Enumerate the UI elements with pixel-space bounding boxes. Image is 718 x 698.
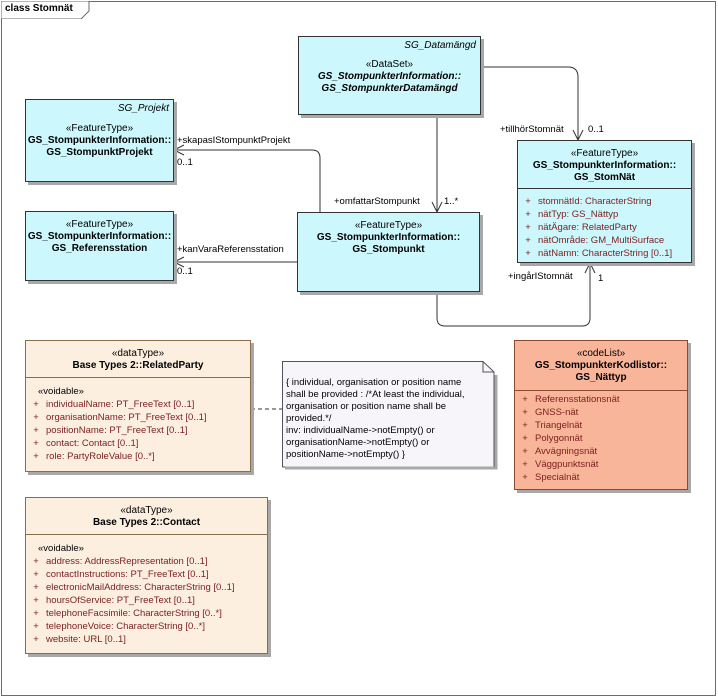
stereotype: «codeList» (576, 348, 626, 359)
class-name-line2: GS_StompunktProjekt (46, 147, 153, 158)
class-stomnat[interactable]: «FeatureType» GS_StompunkterInformation:… (517, 140, 692, 263)
class-name: Base Types 2::RelatedParty (72, 360, 204, 371)
class-stompunkt-projekt[interactable]: SG_Projekt «FeatureType» GS_StompunkterI… (25, 99, 174, 182)
stereotype: «dataType» (111, 348, 165, 359)
class-stompunkt[interactable]: «FeatureType» GS_StompunkterInformation:… (297, 212, 480, 292)
skapas-line (174, 149, 321, 212)
skapas-arrowhead (172, 144, 185, 156)
attribute-row: +positionName: PT_FreeText [0..1] (33, 425, 188, 436)
attribute-row: +telephoneFacsimile: CharacterString [0.… (33, 608, 222, 619)
voidable-section-label: «voidable» (38, 386, 84, 397)
class-name-line2: GS_Referensstation (51, 243, 148, 254)
ingar-line (436, 263, 591, 327)
class-nattyp-codelist[interactable]: «codeList» GS_StompunkterKodlistor:: GS_… (514, 340, 688, 490)
note-line: provided.*/ (286, 413, 332, 424)
note-line: { individual, organisation or position n… (286, 377, 462, 388)
kanvara-arrowhead (172, 256, 185, 268)
note-line: organisation or position name shall be (286, 401, 447, 412)
attribute-row: +individualName: PT_FreeText [0..1] (33, 399, 195, 410)
codelist-value: +Avvägningsnät (522, 446, 598, 457)
package-label: SG_Datamängd (404, 40, 476, 51)
attribute-row: +address: AddressRepresentation [0..1] (33, 556, 208, 567)
stereotype: «dataType» (120, 505, 173, 516)
codelist-value: +GNSS-nät (522, 407, 579, 418)
class-name-line2: GS_Stompunkt (352, 244, 425, 255)
stereotype: «FeatureType» (65, 219, 134, 230)
attribute-row: +contact: Contact [0..1] (33, 438, 139, 449)
kanvara-multiplicity: 0..1 (177, 266, 193, 277)
note-line: inv: individualName->notEmpty() or (286, 425, 435, 436)
class-name: Base Types 2::Contact (92, 517, 201, 528)
class-name-line1: GS_StompunkterInformation:: (27, 231, 172, 242)
class-name-line1: GS_StompunkterInformation:: (532, 160, 677, 171)
tillhor-multiplicity: 0..1 (588, 124, 604, 135)
attribute-row: +hoursOfService: PT_FreeText [0..1] (33, 595, 195, 606)
class-name-line1: GS_StompunkterKodlistor:: (534, 360, 668, 371)
kanvara-role-label: +kanVaraReferensstation (177, 244, 284, 255)
omfattar-multiplicity: 1..* (444, 196, 459, 207)
voidable-section-label: «voidable» (38, 543, 84, 554)
omfattar-role-label: +omfattarStompunkt (334, 196, 420, 207)
ingar-role-label: +ingårIStomnät (508, 271, 573, 282)
codelist-value: +Triangelnät (522, 420, 583, 431)
attribute-row: +nätNamn: CharacterString [0..1] (525, 248, 673, 259)
class-referensstation[interactable]: «FeatureType» GS_StompunkterInformation:… (25, 211, 174, 281)
attribute-separator (26, 377, 250, 378)
attribute-row: +role: PartyRoleValue [0..*] (33, 451, 155, 462)
class-name-line2: GS_Nättyp (575, 372, 627, 383)
stereotype: «FeatureType» (570, 148, 639, 159)
codelist-value: +Referensstationsnät (522, 394, 620, 405)
skapas-multiplicity: 0..1 (177, 157, 193, 168)
tillhor-role-label: +tillhörStomnät (500, 124, 564, 135)
class-name-line2: GS_StomNät (573, 172, 636, 183)
codelist-value: +Väggpunktsnät (522, 459, 599, 470)
class-name-line1: GS_StompunkterInformation:: (316, 232, 461, 243)
stereotype: «DataSet» (365, 59, 414, 70)
attribute-row: +website: URL [0..1] (33, 634, 126, 645)
attribute-row: +nätOmråde: GM_MultiSurface (525, 235, 665, 246)
class-stompunkter-datamangd[interactable]: SG_Datamängd «DataSet» GS_StompunkterInf… (298, 36, 481, 115)
attribute-separator (26, 534, 267, 535)
ingar-multiplicity: 1 (598, 273, 604, 284)
codelist-value: +Specialnät (522, 472, 580, 483)
stereotype: «FeatureType» (354, 220, 423, 231)
attribute-row: +contactInstructions: PT_FreeText [0..1] (33, 569, 209, 580)
skapas-role-label: +skapasIStompunktProjekt (177, 135, 291, 146)
codelist-value: +Polygonnät (522, 433, 583, 444)
class-name-line2: GS_StompunkterDatamängd (321, 83, 458, 94)
frame-title: class Stomnät (5, 3, 73, 14)
attribute-row: +organisationName: PT_FreeText [0..1] (33, 412, 207, 423)
attribute-row: +telephoneVoice: CharacterString [0..*] (33, 621, 205, 632)
class-name-line1: GS_StompunkterInformation:: (27, 135, 172, 146)
frame-tab (1, 1, 90, 19)
class-contact[interactable]: «dataType» Base Types 2::Contact «voidab… (25, 497, 268, 654)
constraint-note-shape (282, 361, 498, 470)
attribute-separator (515, 390, 687, 391)
tillhor-line (481, 66, 579, 140)
attribute-row: +nätTyp: GS_Nättyp (525, 209, 619, 220)
attribute-row: +stomnätId: CharacterString (525, 196, 652, 207)
class-related-party[interactable]: «dataType» Base Types 2::RelatedParty «v… (25, 340, 251, 472)
constraint-note: { individual, organisation or position n… (286, 377, 465, 461)
attribute-separator (518, 188, 691, 189)
attribute-row: +electronicMailAddress: CharacterString … (33, 582, 235, 593)
note-line: organisationName->notEmpty() or (286, 437, 430, 448)
package-label: SG_Projekt (117, 103, 169, 114)
ingar-arrowhead (584, 261, 596, 274)
stereotype: «FeatureType» (65, 123, 134, 134)
note-line: shall be provided : /*At least the indiv… (286, 389, 465, 400)
note-line: positionName->notEmpty() } (286, 449, 406, 460)
attribute-row: +nätÄgare: RelatedParty (525, 222, 637, 233)
class-name-line1: GS_StompunkterInformation:: (317, 71, 462, 82)
